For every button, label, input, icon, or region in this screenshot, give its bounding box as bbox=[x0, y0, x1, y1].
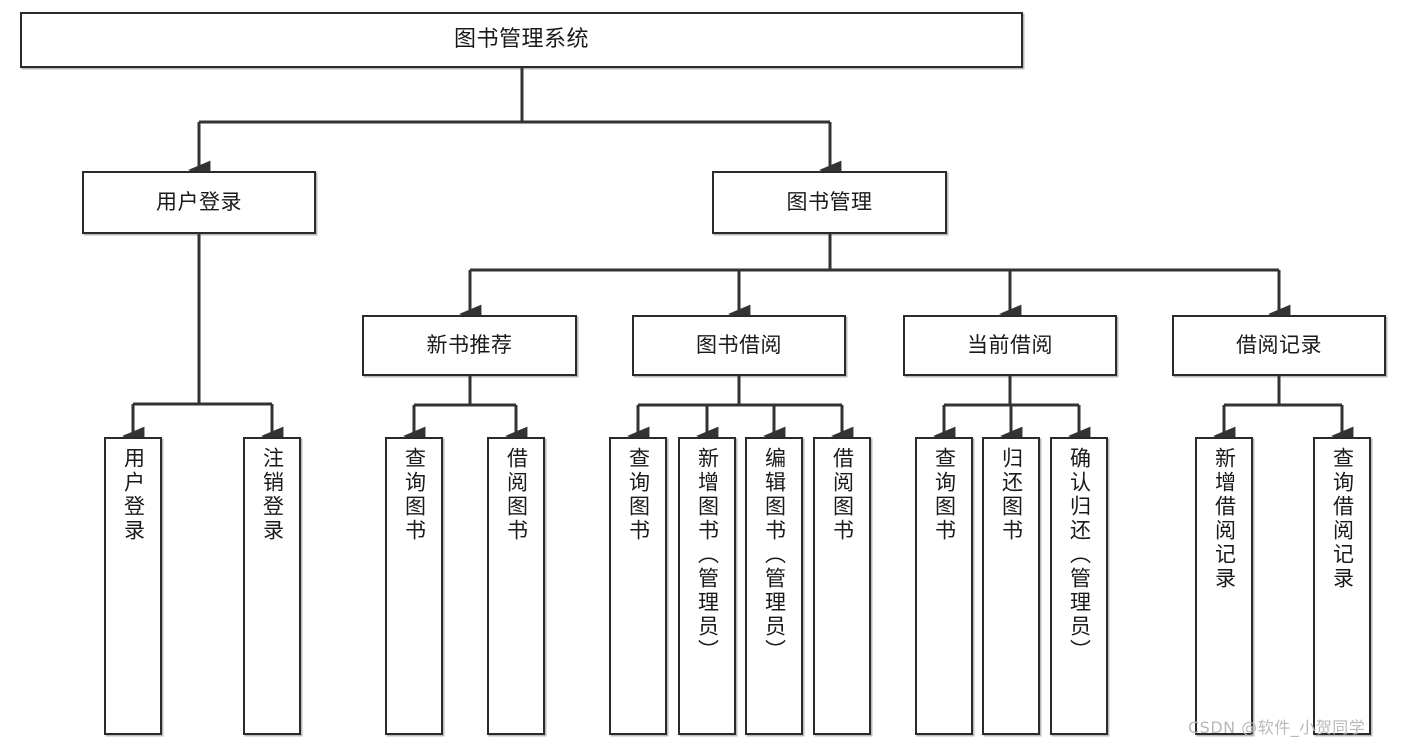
node-label-leaf-add-book: 新增图书（管理员） bbox=[695, 447, 720, 663]
node-label-leaf-user-login: 用户登录 bbox=[121, 447, 146, 543]
node-leaf-query-book-2[interactable]: 查询图书 bbox=[609, 437, 667, 735]
node-leaf-query-book-1[interactable]: 查询图书 bbox=[385, 437, 443, 735]
node-label-leaf-query-borrow-record: 查询借阅记录 bbox=[1330, 447, 1355, 591]
node-current-borrow[interactable]: 当前借阅 bbox=[903, 315, 1117, 376]
node-leaf-return-book[interactable]: 归还图书 bbox=[982, 437, 1040, 735]
node-book-manage[interactable]: 图书管理 bbox=[712, 171, 947, 234]
node-label-new-book-recommend: 新书推荐 bbox=[426, 333, 513, 358]
node-label-leaf-query-book-2: 查询图书 bbox=[626, 447, 651, 543]
node-label-leaf-return-book: 归还图书 bbox=[999, 447, 1024, 543]
node-label-borrow-record: 借阅记录 bbox=[1236, 333, 1322, 358]
node-leaf-user-logout[interactable]: 注销登录 bbox=[243, 437, 301, 735]
node-label-leaf-edit-book: 编辑图书（管理员） bbox=[762, 447, 787, 663]
node-book-borrow[interactable]: 图书借阅 bbox=[632, 315, 846, 376]
node-leaf-borrow-book-1[interactable]: 借阅图书 bbox=[487, 437, 545, 735]
node-label-user-login: 用户登录 bbox=[156, 190, 242, 215]
node-label-leaf-query-book-3: 查询图书 bbox=[932, 447, 957, 543]
node-label-leaf-borrow-book-2: 借阅图书 bbox=[830, 447, 855, 543]
node-new-book-recommend[interactable]: 新书推荐 bbox=[362, 315, 577, 376]
csdn-watermark: CSDN @软件_小贺同学 bbox=[1188, 718, 1366, 737]
node-root[interactable]: 图书管理系统 bbox=[20, 12, 1023, 68]
node-label-leaf-query-book-1: 查询图书 bbox=[402, 447, 427, 543]
node-label-leaf-confirm-return: 确认归还（管理员） bbox=[1067, 447, 1092, 663]
node-label-book-manage: 图书管理 bbox=[786, 190, 873, 215]
node-label-leaf-borrow-book-1: 借阅图书 bbox=[504, 447, 529, 543]
node-leaf-borrow-book-2[interactable]: 借阅图书 bbox=[813, 437, 871, 735]
node-leaf-edit-book[interactable]: 编辑图书（管理员） bbox=[745, 437, 803, 735]
node-leaf-query-book-3[interactable]: 查询图书 bbox=[915, 437, 973, 735]
node-leaf-confirm-return[interactable]: 确认归还（管理员） bbox=[1050, 437, 1108, 735]
node-label-current-borrow: 当前借阅 bbox=[967, 333, 1053, 358]
node-user-login[interactable]: 用户登录 bbox=[82, 171, 316, 234]
node-leaf-query-borrow-record[interactable]: 查询借阅记录 bbox=[1313, 437, 1371, 735]
node-borrow-record[interactable]: 借阅记录 bbox=[1172, 315, 1386, 376]
node-leaf-add-book[interactable]: 新增图书（管理员） bbox=[678, 437, 736, 735]
node-leaf-user-login[interactable]: 用户登录 bbox=[104, 437, 162, 735]
node-leaf-add-borrow-record[interactable]: 新增借阅记录 bbox=[1195, 437, 1253, 735]
node-label-root: 图书管理系统 bbox=[453, 27, 589, 53]
node-label-book-borrow: 图书借阅 bbox=[696, 333, 782, 358]
node-label-leaf-user-logout: 注销登录 bbox=[260, 447, 285, 543]
node-label-leaf-add-borrow-record: 新增借阅记录 bbox=[1212, 447, 1237, 591]
